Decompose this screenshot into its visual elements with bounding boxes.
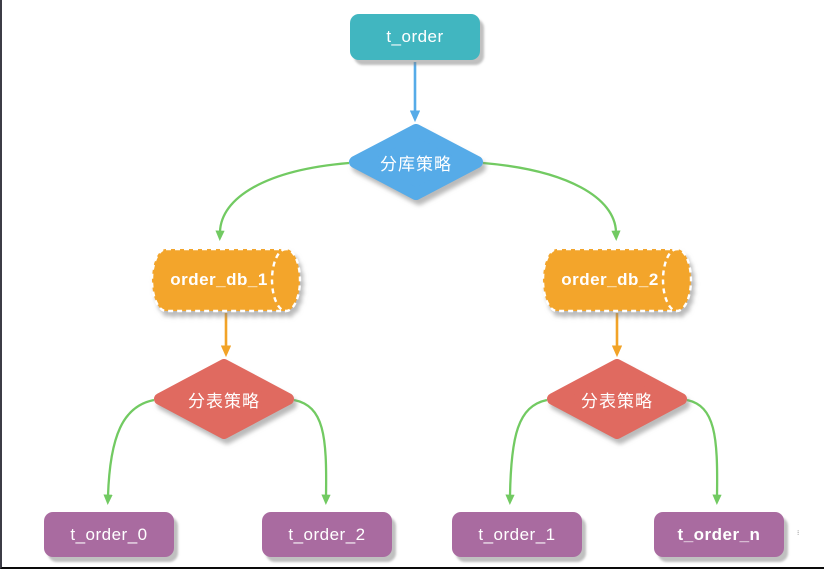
arrow-db-strategy-to-order-db-2 xyxy=(482,161,621,241)
node-t-order-n: t_order_n xyxy=(654,512,784,557)
arrow-table-strategy-left-to-t-order-0 xyxy=(103,398,155,505)
node-t-order-label: t_order xyxy=(386,27,444,46)
table-strategy-left-diamond xyxy=(154,359,294,439)
node-t-order-1-label: t_order_1 xyxy=(478,524,556,544)
node-t-order-2-label: t_order_2 xyxy=(288,524,366,544)
order-db-1-cylinder xyxy=(150,247,302,313)
arrow-table-strategy-left-to-t-order-2 xyxy=(293,398,331,505)
node-t-order: t_order xyxy=(350,14,480,60)
arrow-db-strategy-to-order-db-1 xyxy=(215,161,350,241)
db-strategy-diamond xyxy=(349,124,483,200)
order-db-1-cylinder-cap xyxy=(270,247,287,313)
node-t-order-0: t_order_0 xyxy=(44,512,174,557)
node-t-order-1: t_order_1 xyxy=(452,512,582,557)
node-t-order-2: t_order_2 xyxy=(262,512,392,557)
arrow-table-strategy-right-to-t-order-n xyxy=(686,398,722,505)
order-db-2-cylinder xyxy=(541,247,693,313)
clipped-watermark-fragment: ⁝ xyxy=(797,530,800,537)
arrow-table-strategy-right-to-t-order-1 xyxy=(505,398,548,505)
node-t-order-0-label: t_order_0 xyxy=(70,524,148,544)
node-t-order-n-label: t_order_n xyxy=(677,524,761,544)
table-strategy-right-diamond xyxy=(547,359,687,439)
order-db-2-cylinder-cap xyxy=(661,247,678,313)
